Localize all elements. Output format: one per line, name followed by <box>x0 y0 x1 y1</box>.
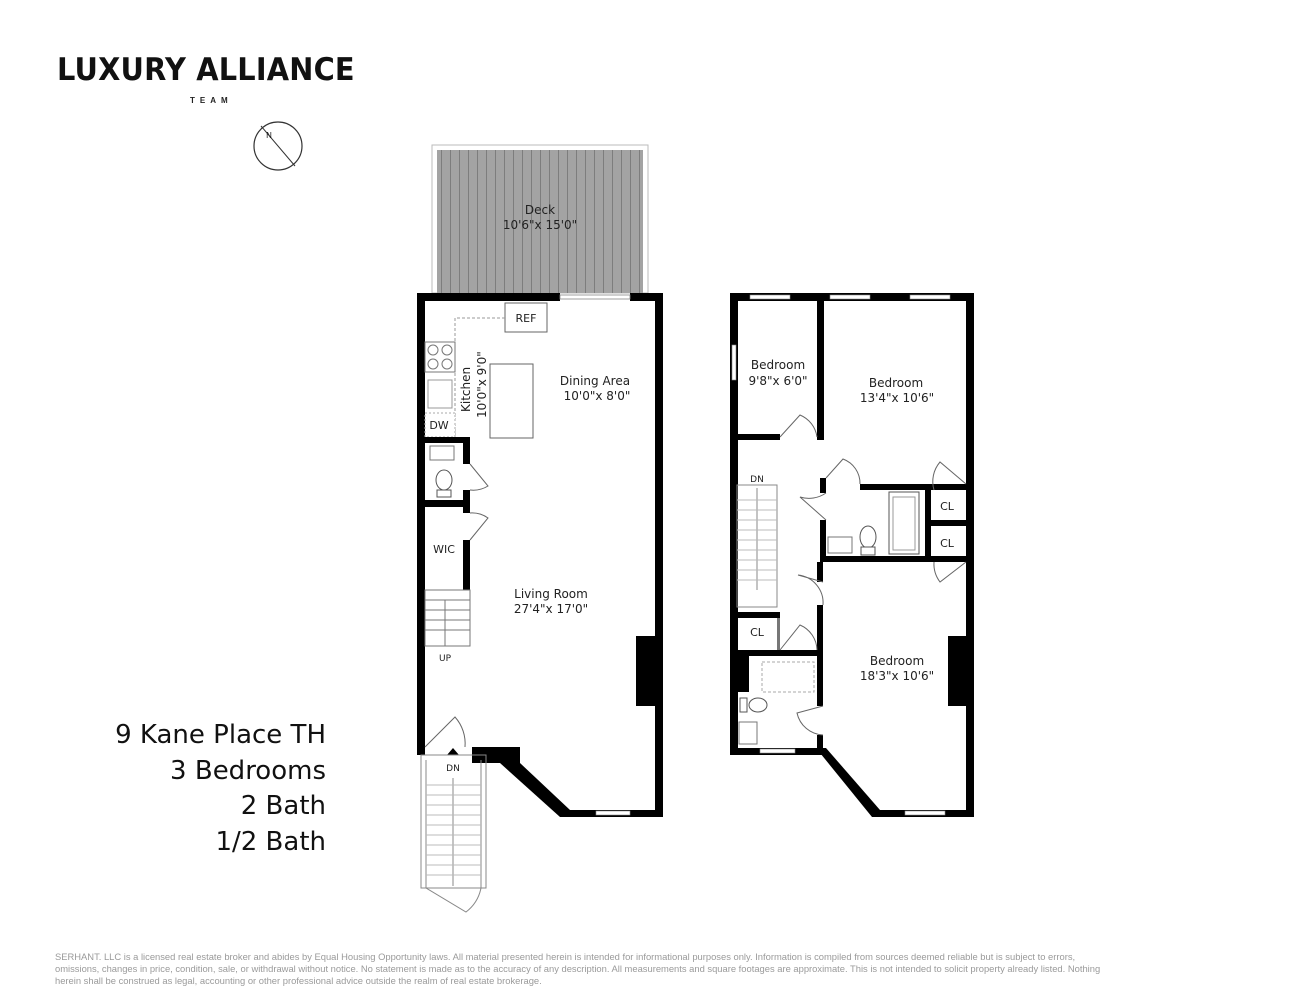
svg-text:Bedroom: Bedroom <box>869 376 923 390</box>
svg-text:DW: DW <box>429 419 448 432</box>
svg-text:CL: CL <box>750 626 765 639</box>
svg-text:Deck: Deck <box>525 203 555 217</box>
brand-logo: LUXURY ALLIANCE <box>57 52 355 88</box>
svg-text:18'3"x 10'6": 18'3"x 10'6" <box>860 669 934 683</box>
legal-disclaimer: SERHANT. LLC is a licensed real estate b… <box>55 951 1255 987</box>
first-floor: DW REF Kitchen 10'0"x 9'0" Dining Area 1… <box>417 293 663 913</box>
second-floor: Bedroom 9'8"x 6'0" Bedroom 13'4"x 10'6" … <box>730 293 974 817</box>
svg-text:Bedroom: Bedroom <box>751 358 805 372</box>
svg-text:CL: CL <box>940 500 955 513</box>
listing-address: 9 Kane Place TH <box>115 720 326 750</box>
deck: Deck 10'6"x 15'0" <box>431 144 649 294</box>
svg-text:13'4"x 10'6": 13'4"x 10'6" <box>860 391 934 405</box>
compass-icon: N <box>253 121 303 171</box>
listing-baths: 2 Bath <box>240 791 326 821</box>
svg-text:10'0"x 8'0": 10'0"x 8'0" <box>564 389 631 403</box>
svg-text:REF: REF <box>516 312 537 325</box>
brand-logo-sub: TEAM <box>190 96 233 105</box>
svg-text:Kitchen: Kitchen <box>459 367 473 412</box>
listing-bedrooms: 3 Bedrooms <box>170 755 326 786</box>
disclaimer-line: SERHANT. LLC is a licensed real estate b… <box>55 951 1076 962</box>
svg-text:10'0"x 9'0": 10'0"x 9'0" <box>475 351 489 418</box>
svg-text:CL: CL <box>940 537 955 550</box>
svg-text:Living Room: Living Room <box>514 587 588 601</box>
svg-text:Bedroom: Bedroom <box>870 654 924 668</box>
listing-half-baths: 1/2 Bath <box>215 826 326 857</box>
svg-text:WIC: WIC <box>433 543 455 556</box>
svg-text:UP: UP <box>439 654 452 664</box>
svg-text:27'4"x 17'0": 27'4"x 17'0" <box>514 602 588 616</box>
svg-text:Dining Area: Dining Area <box>560 374 630 388</box>
svg-text:10'6"x 15'0": 10'6"x 15'0" <box>503 218 577 232</box>
disclaimer-line: omissions, changes in price, condition, … <box>55 963 1101 974</box>
listing-summary: 9 Kane Place TH 3 Bedrooms 2 Bath 1/2 Ba… <box>115 718 326 860</box>
svg-text:9'8"x 6'0": 9'8"x 6'0" <box>748 374 807 388</box>
svg-text:DN: DN <box>750 475 764 485</box>
svg-text:N: N <box>266 131 272 140</box>
disclaimer-line: herein shall be construed as legal, acco… <box>55 975 542 986</box>
svg-text:DN: DN <box>446 764 460 774</box>
